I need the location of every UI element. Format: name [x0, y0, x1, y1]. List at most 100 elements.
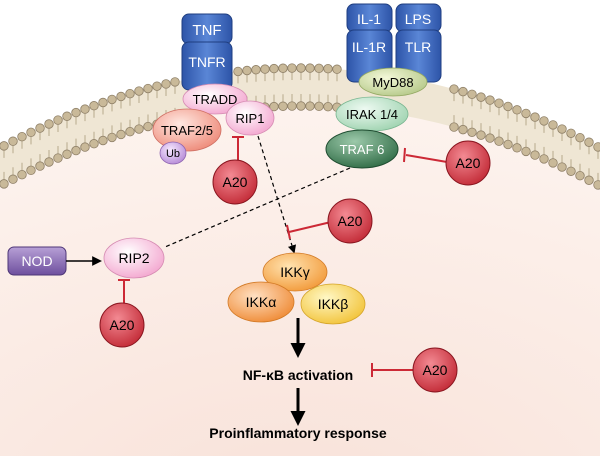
lipid-head — [494, 98, 504, 108]
lipid-head — [35, 123, 45, 133]
membrane-lipids — [0, 63, 600, 190]
rip1-label: RIP1 — [236, 111, 265, 126]
lipid-head — [8, 136, 18, 146]
lipid-head — [71, 107, 81, 118]
a20-inhibition-lines — [118, 136, 448, 377]
lipid-head — [98, 135, 108, 146]
lipid-head — [530, 112, 540, 122]
ikk-gamma-label: IKKγ — [280, 264, 310, 280]
lipid-head — [44, 119, 54, 129]
traf25-label: TRAF2/5 — [161, 123, 213, 138]
lipid-head — [143, 83, 153, 94]
lipid-head — [278, 101, 288, 111]
lipid-head — [503, 139, 513, 150]
lipid-head — [566, 166, 576, 176]
il1r-label: IL-1R — [352, 39, 386, 55]
lipid-head — [143, 121, 153, 132]
svg-text:A20: A20 — [338, 213, 363, 229]
ub-label: Ub — [166, 148, 180, 160]
lipid-head — [278, 63, 288, 73]
a20-node-traf6: A20 — [445, 140, 491, 186]
lipid-head — [557, 124, 567, 134]
lipid-head — [98, 97, 108, 108]
ikk-gamma-node — [262, 252, 328, 292]
lipid-head — [107, 132, 117, 143]
svg-text:A20: A20 — [456, 155, 481, 171]
lipid-head — [134, 124, 144, 134]
irak-label: IRAK 1/4 — [346, 107, 398, 122]
lipid-head — [449, 122, 459, 132]
rip2-node — [103, 237, 165, 279]
lipid-head — [539, 154, 549, 164]
lipid-head — [125, 126, 135, 137]
lipid-head — [449, 84, 459, 94]
lipid-head — [485, 95, 495, 105]
lipid-head — [323, 63, 333, 74]
lipid-head — [314, 101, 324, 112]
lipid-head — [0, 179, 9, 189]
lipid-head — [26, 127, 36, 138]
lipid-head — [107, 94, 117, 105]
lipid-head — [296, 63, 306, 73]
lipid-head — [521, 146, 531, 157]
tnf-receptor-complex: TNF TNFR — [181, 13, 233, 91]
lipid-head — [593, 180, 600, 190]
myd88-node — [358, 67, 428, 97]
lipid-head — [584, 175, 594, 185]
myd88-label: MyD88 — [372, 75, 413, 90]
tnf-label: TNF — [192, 22, 221, 39]
il1-label: IL-1 — [357, 11, 381, 27]
lipid-head — [89, 139, 99, 149]
lipid-head — [89, 101, 99, 111]
lipid-head — [503, 101, 513, 112]
lipid-head — [584, 137, 594, 147]
lipid-head — [161, 79, 171, 89]
lipid-head — [17, 169, 27, 180]
svg-text:A20: A20 — [223, 174, 248, 190]
svg-text:A20: A20 — [423, 362, 448, 378]
lipid-head — [512, 105, 522, 115]
lipid-head — [233, 66, 243, 77]
lipid-head — [269, 101, 279, 112]
lipid-head — [26, 165, 36, 176]
lipid-head — [71, 145, 81, 156]
nod-label: NOD — [21, 253, 52, 269]
lipid-head — [323, 101, 333, 112]
ikk-alpha-node — [227, 281, 295, 323]
traf6-node — [325, 129, 399, 169]
lipid-head — [80, 142, 90, 152]
lipid-head — [62, 111, 72, 121]
lipid-head — [557, 162, 567, 172]
lipid-head — [152, 81, 162, 91]
lipid-head — [116, 91, 126, 102]
lipid-head — [494, 136, 504, 146]
lipid-head — [476, 130, 486, 140]
a20-node-rip1: A20 — [212, 159, 258, 205]
traf6-to-rip2-path — [164, 167, 351, 248]
lipid-head — [467, 89, 477, 99]
lipid-head — [260, 64, 270, 74]
lipid-head — [530, 150, 540, 160]
proinflammatory-response-label: Proinflammatory response — [209, 425, 387, 441]
lipid-head — [62, 149, 72, 159]
lipid-head — [539, 116, 549, 126]
lipid-head — [80, 104, 90, 114]
nfkb-activation-label: NF-κB activation — [243, 367, 353, 383]
lipid-head — [287, 101, 297, 111]
lipid-head — [53, 115, 63, 125]
lipid-head — [566, 128, 576, 138]
tnfr-label: TNFR — [188, 54, 225, 70]
lipid-head — [458, 124, 468, 135]
lps-label: LPS — [405, 11, 431, 27]
lipid-head — [548, 120, 558, 130]
a20-node-ikk: A20 — [327, 198, 373, 244]
lipid-head — [575, 170, 585, 181]
lipid-head — [0, 141, 9, 151]
a20-node-rip2: A20 — [99, 302, 145, 348]
lipid-head — [332, 64, 342, 74]
traf6-label: TRAF 6 — [340, 142, 385, 157]
lipid-head — [467, 127, 477, 137]
tradd-node — [182, 83, 248, 115]
lipid-head — [251, 65, 261, 75]
